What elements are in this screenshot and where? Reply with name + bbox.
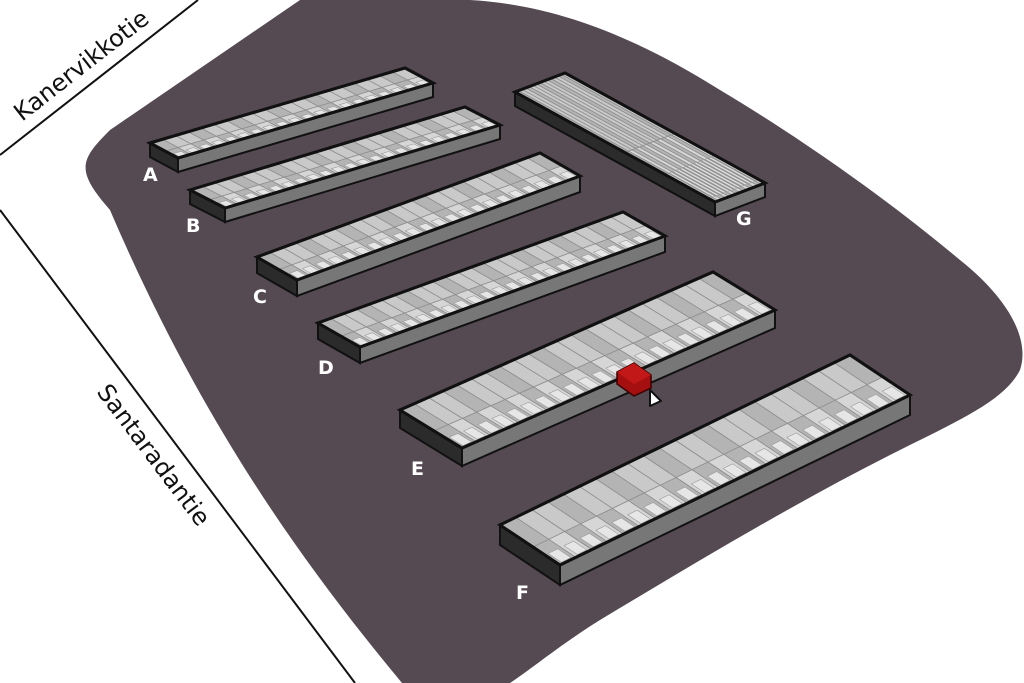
storage-row-e[interactable] [396, 270, 779, 468]
storage-rows [146, 66, 914, 587]
street-label-kanervikkotie: Kanervikkotie [8, 4, 154, 127]
storage-row-a[interactable] [146, 66, 437, 174]
block-label-c: C [253, 286, 267, 308]
block-label-d: D [318, 357, 334, 379]
location-pointer-icon [649, 389, 662, 407]
street-lines [0, 0, 356, 683]
storage-row-f[interactable] [496, 353, 914, 587]
street-label-santaradantie: Santaradantie [91, 379, 216, 531]
block-label-e: E [411, 458, 424, 480]
highlighted-unit[interactable] [616, 362, 652, 397]
storage-row-g[interactable] [511, 71, 769, 218]
block-label-b: B [186, 215, 200, 237]
storage-row-d[interactable] [314, 210, 669, 365]
storage-row-c[interactable] [253, 151, 584, 298]
block-label-f: F [516, 582, 529, 604]
block-label-g: G [736, 208, 752, 230]
block-label-a: A [143, 164, 158, 186]
storage-row-b[interactable] [186, 105, 504, 224]
